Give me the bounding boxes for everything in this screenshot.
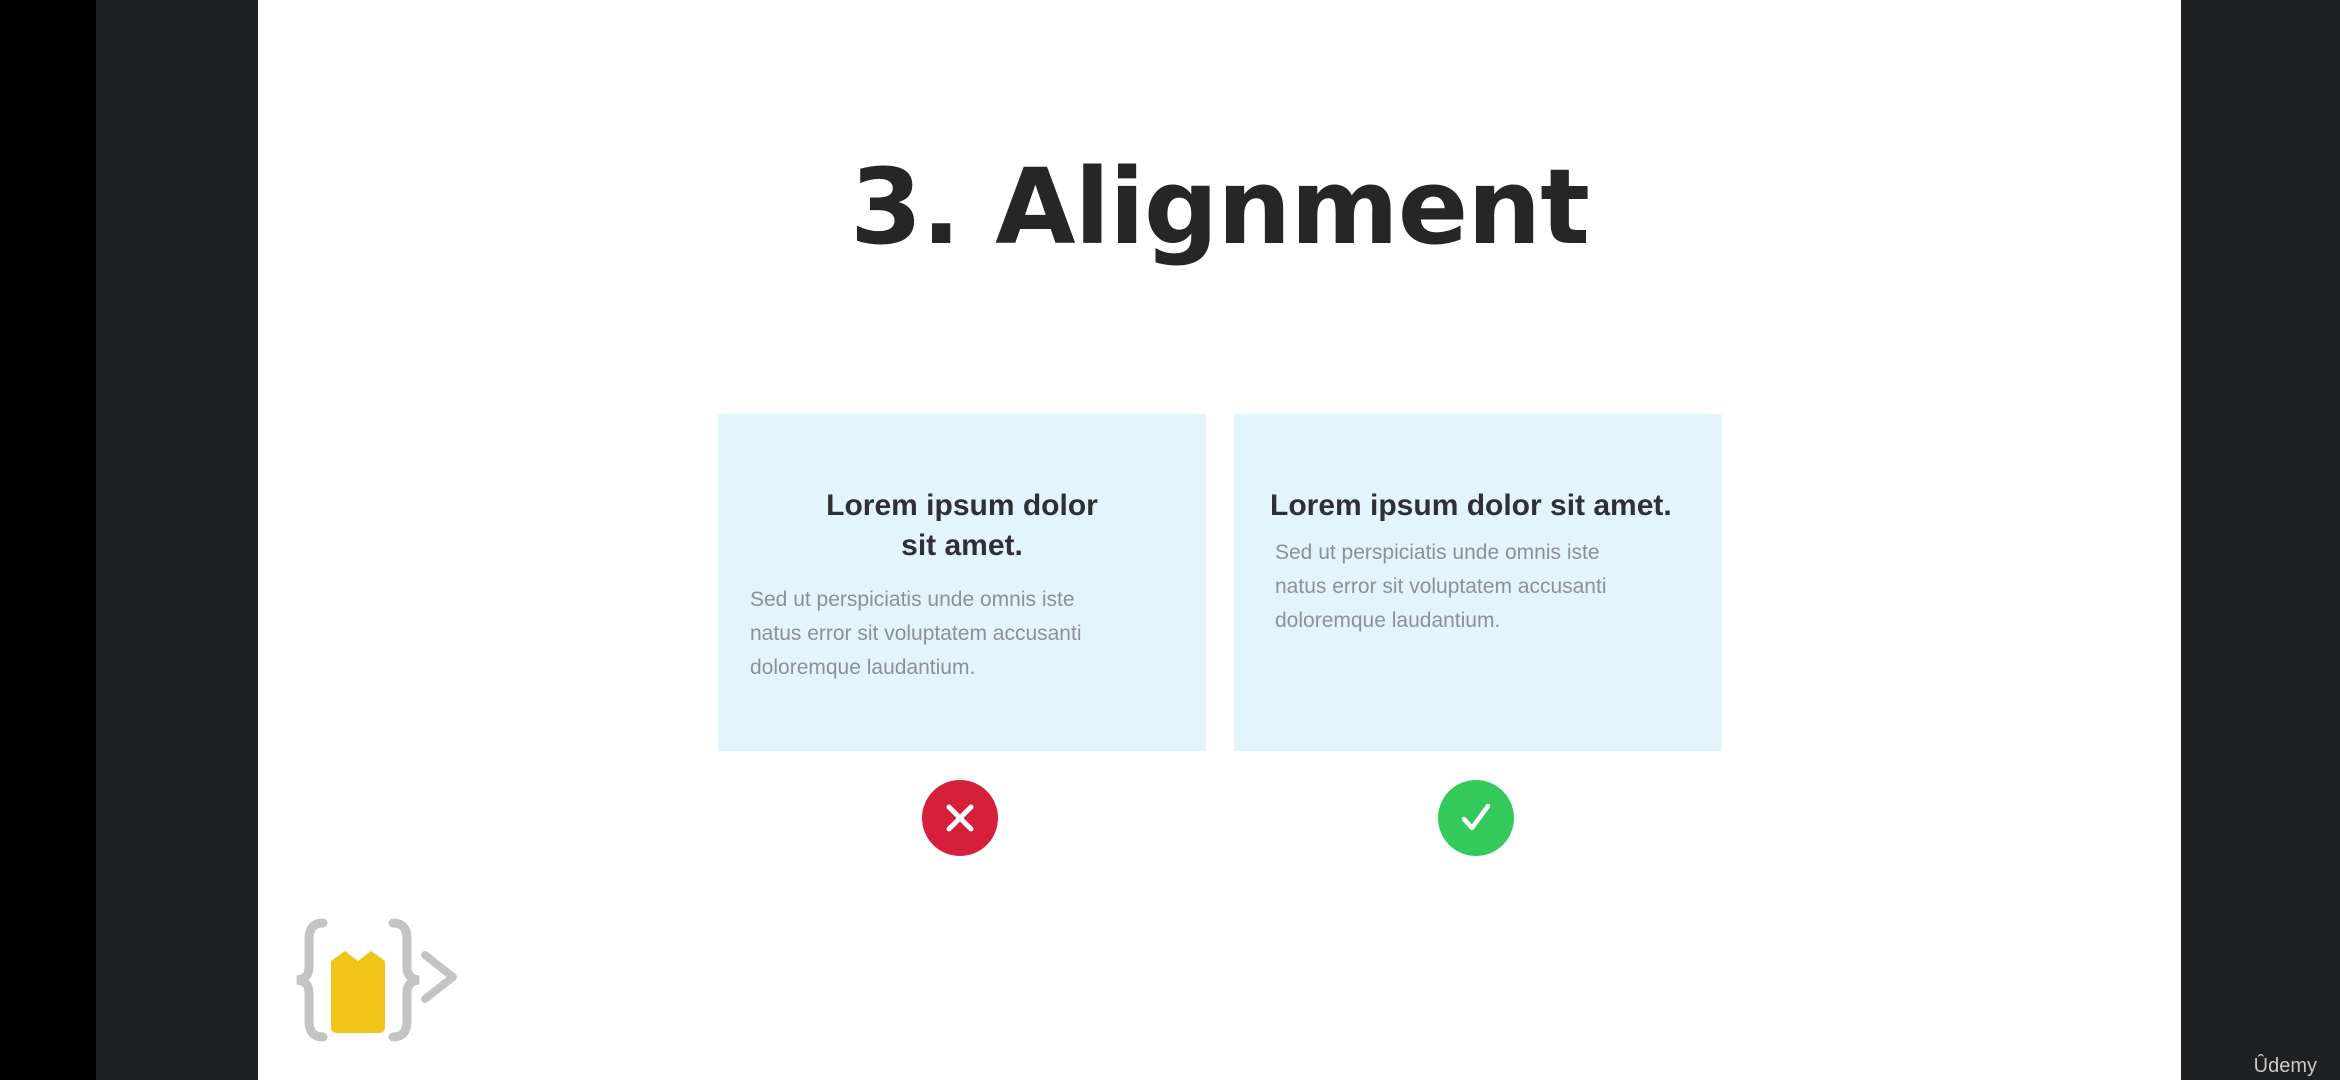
card-body-line: doloremque laudantium. <box>1275 609 1501 632</box>
code-brackets-logo-icon <box>293 915 461 1045</box>
card-heading: Lorem ipsum dolor sit amet. <box>1270 489 1672 522</box>
card-heading: Lorem ipsum dolor sit amet. <box>808 486 1116 566</box>
cross-icon <box>922 780 998 856</box>
card-heading-line: Lorem ipsum dolor <box>826 489 1098 522</box>
letterbox-left <box>96 0 258 1080</box>
letterbox-right <box>2181 0 2340 1080</box>
watermark: Ûdemy <box>2253 1055 2317 1077</box>
check-icon <box>1438 780 1514 856</box>
card-good-example: Lorem ipsum dolor sit amet. Sed ut persp… <box>1234 414 1722 751</box>
slide: 3. Alignment Lorem ipsum dolor sit amet.… <box>258 0 2181 1080</box>
card-body-line: Sed ut perspiciatis unde omnis iste <box>750 588 1075 611</box>
card-bad-example: Lorem ipsum dolor sit amet. Sed ut persp… <box>718 414 1206 751</box>
slide-title: 3. Alignment <box>849 146 1590 268</box>
card-body-line: natus error sit voluptatem accusanti <box>1275 575 1607 598</box>
card-body-line: doloremque laudantium. <box>750 656 976 679</box>
card-body-line: natus error sit voluptatem accusanti <box>750 622 1082 645</box>
card-heading-line: sit amet. <box>901 529 1023 562</box>
card-body: Sed ut perspiciatis unde omnis iste natu… <box>750 583 1170 685</box>
card-body: Sed ut perspiciatis unde omnis iste natu… <box>1275 536 1675 638</box>
card-body-line: Sed ut perspiciatis unde omnis iste <box>1275 541 1600 564</box>
